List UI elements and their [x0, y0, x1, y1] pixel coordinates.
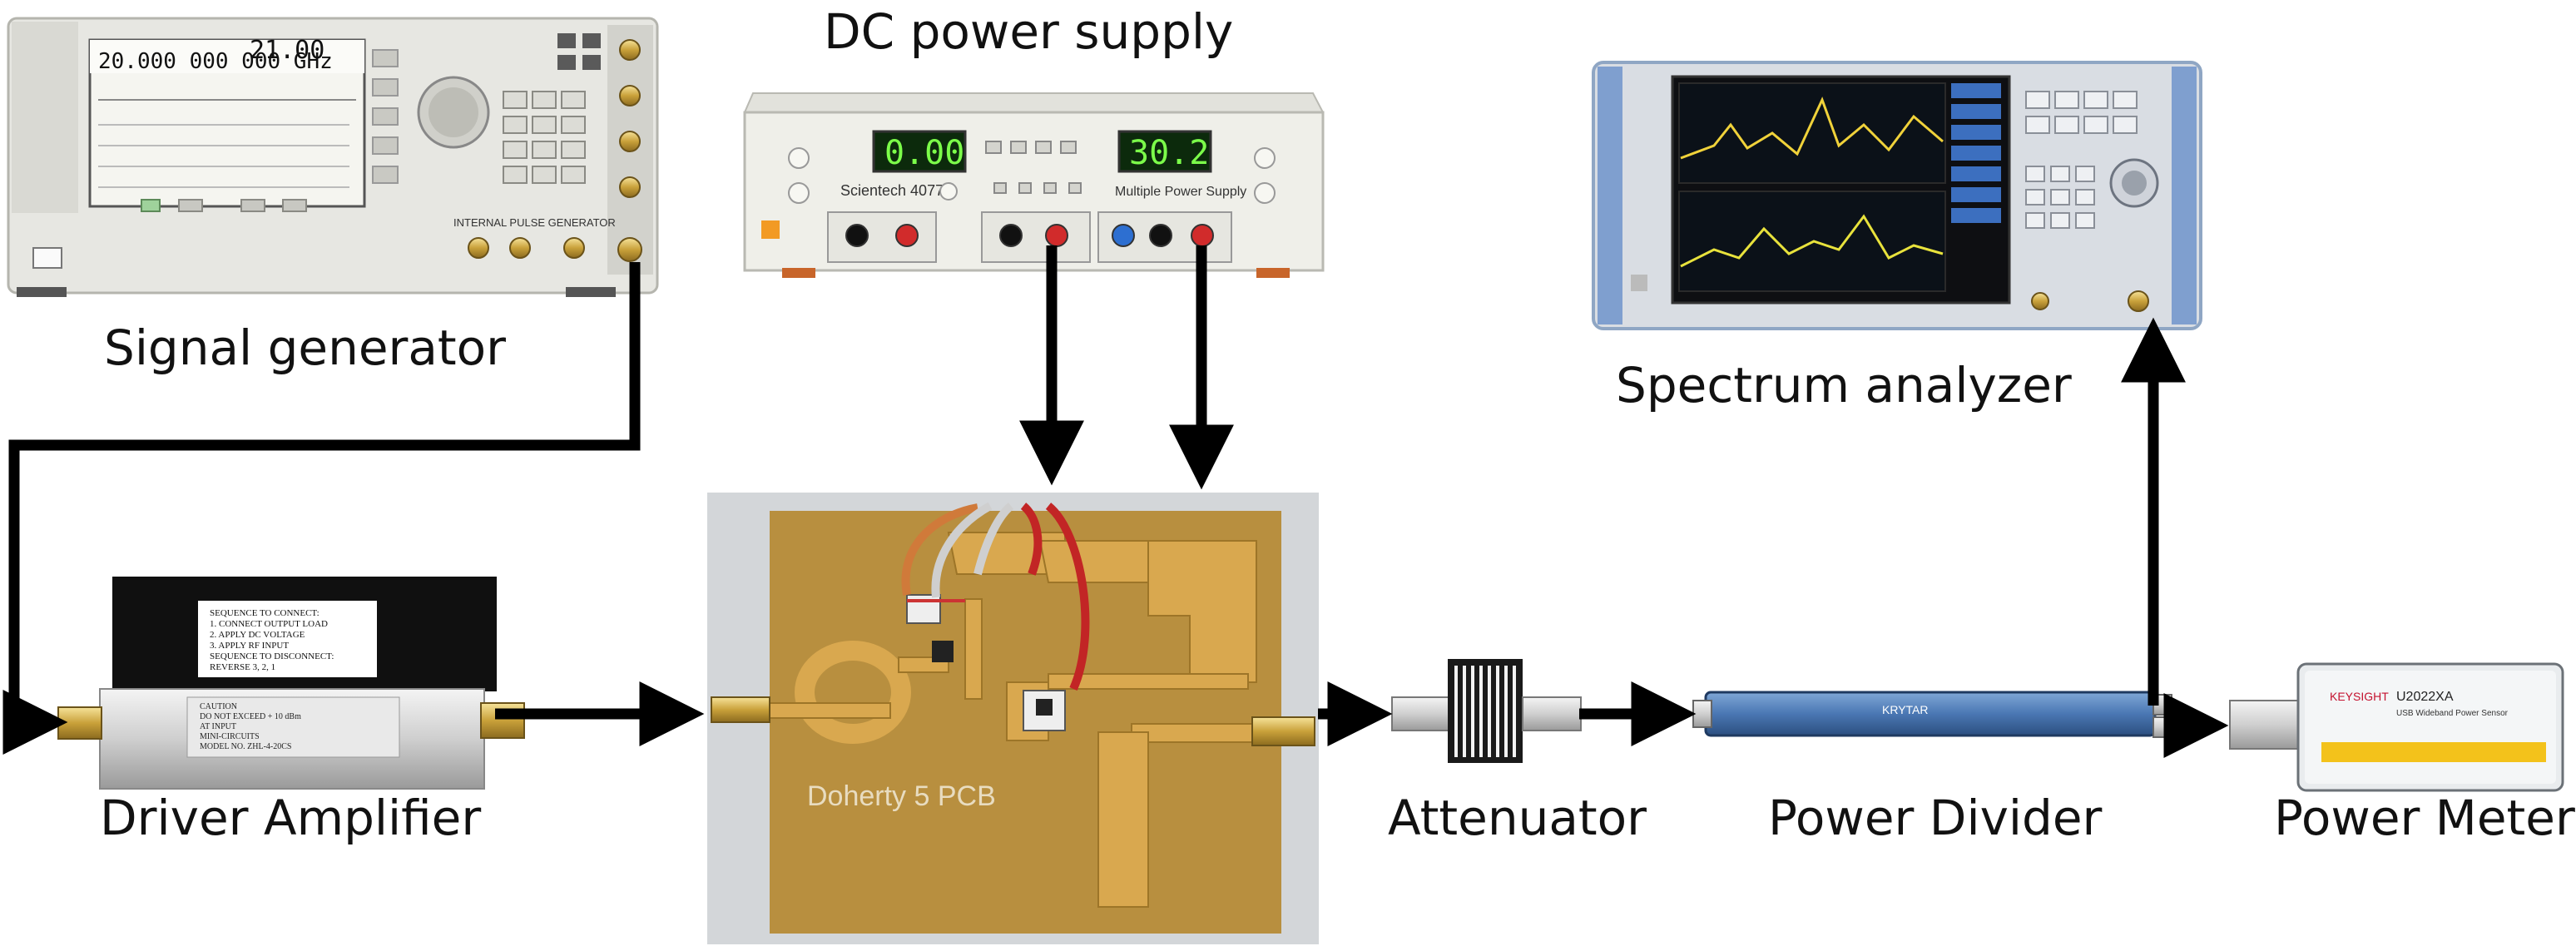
meter-subtitle: USB Wideband Power Sensor	[2396, 709, 2509, 718]
amp-sticker-line: 2. APPLY DC VOLTAGE	[210, 630, 305, 640]
amp-plate-line: MODEL NO. ZHL-4-20CS	[200, 742, 291, 751]
doherty-pcb-image: Doherty 5 PCB	[707, 493, 1319, 944]
amp-readout: 21.00	[250, 36, 324, 65]
amp-plate-line: MINI-CIRCUITS	[200, 732, 260, 741]
freq-readout: 20.000 000 000 GHz	[98, 49, 333, 74]
signal-generator-image: 20.000 000 000 GHz 21.00	[7, 17, 659, 297]
pcb-label: Doherty 5 PCB	[807, 780, 996, 812]
amp-sticker-line: 3. APPLY RF INPUT	[210, 641, 289, 651]
driver-amplifier-label: Driver Amplifier	[100, 790, 481, 846]
divider-brand: KRYTAR	[1882, 703, 1929, 716]
meter-model: U2022XA	[2396, 690, 2454, 704]
signal-generator-label: Signal generator	[104, 319, 506, 376]
amp-sticker-line: SEQUENCE TO DISCONNECT:	[210, 651, 334, 661]
attenuator-label: Attenuator	[1388, 790, 1647, 846]
dc-power-supply-label: DC power supply	[824, 3, 1233, 60]
attenuator-image	[1391, 659, 1582, 763]
dc-brand: Scientech 4077A	[840, 182, 954, 199]
dc-display-right: 30.2	[1129, 134, 1209, 172]
power-meter-label: Power Meter	[2274, 790, 2575, 846]
power-divider-image: KRYTAR	[1692, 691, 2172, 738]
amp-sticker-line: REVERSE 3, 2, 1	[210, 662, 275, 672]
power-meter-image: KEYSIGHT U2022XA USB Wideband Power Sens…	[2229, 662, 2564, 792]
pulse-gen-label: INTERNAL PULSE GENERATOR	[453, 216, 616, 229]
amp-sticker-line: SEQUENCE TO CONNECT:	[210, 608, 320, 618]
power-divider-label: Power Divider	[1768, 790, 2103, 846]
dc-title: Multiple Power Supply	[1115, 185, 1246, 199]
driver-amplifier-image: SEQUENCE TO CONNECT:1. CONNECT OUTPUT LO…	[57, 577, 525, 790]
arrow-sg-to-driver	[2, 262, 641, 755]
amp-plate-line: CAUTION	[200, 702, 237, 711]
dc-display-left: 0.00	[884, 134, 964, 172]
amp-plate-line: AT INPUT	[200, 722, 236, 731]
spectrum-analyzer-image	[1592, 61, 2202, 330]
amp-plate-line: DO NOT EXCEED + 10 dBm	[200, 712, 301, 721]
meter-brand: KEYSIGHT	[2330, 690, 2389, 703]
amp-sticker-line: 1. CONNECT OUTPUT LOAD	[210, 619, 328, 629]
dc-power-supply-image: 0.00 30.2 Scientech 4077A Multiple Power…	[743, 92, 1325, 278]
spectrum-analyzer-label: Spectrum analyzer	[1616, 357, 2072, 414]
